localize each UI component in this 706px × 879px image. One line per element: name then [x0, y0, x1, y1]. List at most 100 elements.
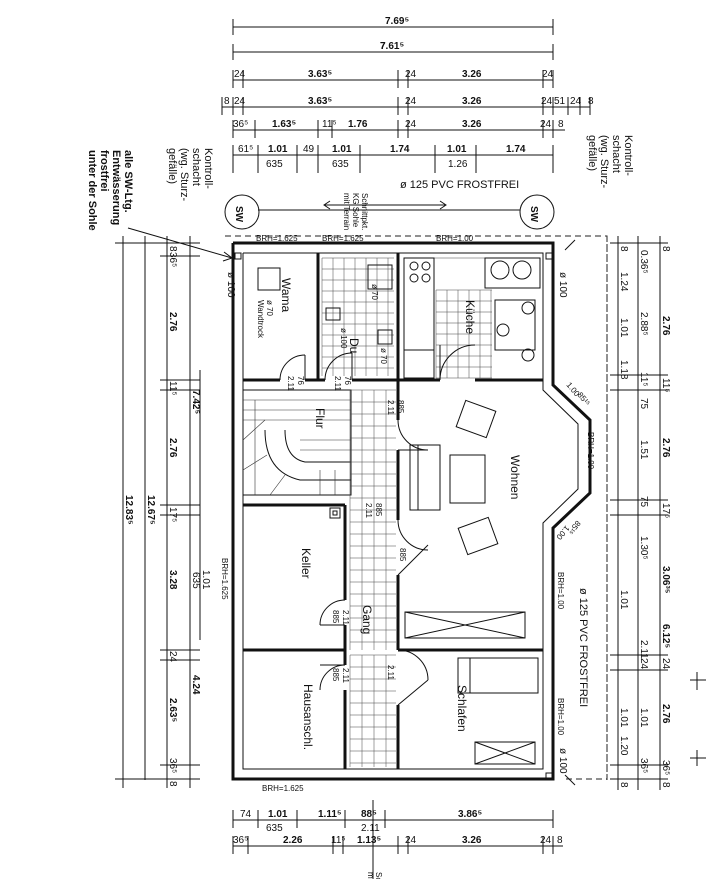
svg-text:3.86⁵: 3.86⁵: [458, 809, 482, 820]
top-dimensions: 7.69⁵ 7 7.61⁵ 24 3.63⁵ 24 3.26 24 8 24 3…: [221, 16, 594, 173]
svg-text:12.83⁵: 12.83⁵: [123, 495, 134, 525]
room-du: Du: [347, 338, 361, 353]
svg-text:1.74: 1.74: [390, 144, 410, 155]
svg-text:2.11: 2.11: [333, 376, 342, 392]
svg-text:7.42⁵: 7.42⁵: [190, 390, 201, 414]
svg-text:36⁵: 36⁵: [167, 758, 178, 773]
svg-text:2.76: 2.76: [660, 438, 671, 458]
svg-text:24: 24: [167, 651, 178, 663]
svg-text:635: 635: [266, 823, 283, 834]
svg-text:24: 24: [405, 69, 417, 80]
svg-text:8: 8: [558, 119, 564, 130]
svg-text:24: 24: [405, 835, 417, 846]
svg-text:Entwässerung: Entwässerung: [110, 150, 122, 225]
svg-text:ø 100: ø 100: [557, 272, 568, 298]
svg-text:2.76: 2.76: [167, 438, 178, 458]
svg-text:6.12⁵: 6.12⁵: [660, 624, 671, 648]
svg-text:36⁵: 36⁵: [233, 835, 248, 846]
svg-text:ø 100: ø 100: [557, 748, 568, 774]
svg-text:3.26: 3.26: [462, 835, 482, 846]
svg-text:frostfrei: frostfrei: [98, 150, 110, 192]
svg-text:BRH=1.625: BRH=1.625: [220, 558, 229, 600]
svg-text:24: 24: [540, 835, 552, 846]
sewage-pipe-top: ø 125 PVC FROSTFREI SW SW Schnittpkt. KG…: [224, 179, 555, 230]
right-dim-col2: 0.36⁵ 2.88⁵ 11⁵ 75 1.51 75 1.30⁵ 2.11 24…: [638, 250, 649, 773]
svg-text:24: 24: [405, 96, 417, 107]
svg-text:885: 885: [331, 668, 340, 682]
svg-text:Wandtrock: Wandtrock: [256, 300, 265, 339]
svg-text:BRH=1.00: BRH=1.00: [586, 432, 595, 470]
svg-text:1.01: 1.01: [447, 144, 467, 155]
svg-text:1.20: 1.20: [618, 736, 629, 756]
svg-text:gefälle): gefälle): [586, 135, 598, 171]
svg-text:2.11: 2.11: [364, 503, 373, 519]
svg-text:Kontroll-: Kontroll-: [202, 148, 214, 189]
svg-text:2.11: 2.11: [638, 640, 649, 659]
svg-text:8: 8: [588, 96, 594, 107]
svg-text:635: 635: [190, 572, 201, 589]
svg-text:8: 8: [660, 782, 671, 788]
svg-text:24: 24: [405, 119, 417, 130]
svg-text:2.11: 2.11: [341, 668, 350, 684]
svg-text:1.01: 1.01: [638, 708, 649, 728]
svg-text:49: 49: [303, 144, 315, 155]
svg-text:1.24: 1.24: [618, 272, 629, 292]
svg-text:schacht: schacht: [610, 135, 622, 173]
pvc-label-right: ø 125 PVC FROSTFREI: [577, 588, 589, 707]
svg-text:36⁵: 36⁵: [233, 119, 248, 130]
pvc-label-top: ø 125 PVC FROSTFREI: [400, 179, 519, 191]
right-dimensions: 8 1.24 1.01 1.18 1.01 1.01 1.20 8 0.36⁵ …: [606, 236, 706, 790]
svg-text:BRH=1.625: BRH=1.625: [256, 234, 298, 243]
right-dim-col1: 8 1.24 1.01 1.18 1.01 1.01 1.20 8: [618, 246, 629, 788]
svg-text:SW: SW: [528, 206, 539, 223]
svg-text:BRH=1.625: BRH=1.625: [322, 234, 364, 243]
svg-text:1.74: 1.74: [506, 144, 526, 155]
svg-text:11⁵: 11⁵: [660, 378, 671, 393]
svg-text:1.11⁵: 1.11⁵: [318, 809, 342, 820]
svg-text:Schnittpkt.: Schnittpkt.: [360, 193, 369, 230]
svg-text:Sc: Sc: [374, 872, 383, 879]
svg-text:(wg. Sturz-: (wg. Sturz-: [598, 135, 610, 189]
svg-text:ø 100: ø 100: [339, 328, 348, 349]
svg-text:24: 24: [660, 658, 671, 670]
manhole-left: [224, 194, 260, 230]
svg-text:1.01: 1.01: [268, 144, 288, 155]
svg-text:unter der Sohle: unter der Sohle: [86, 150, 98, 231]
svg-text:BRH=1.00: BRH=1.00: [556, 698, 565, 736]
svg-text:885: 885: [374, 503, 383, 517]
svg-text:2.11: 2.11: [386, 665, 395, 681]
manhole-right: [519, 194, 555, 230]
svg-text:3.26: 3.26: [462, 119, 482, 130]
note-kontrollschacht-left: Kontroll- schacht (wg. Sturz- gefälle): [166, 148, 214, 202]
svg-text:75: 75: [638, 496, 649, 508]
svg-text:24: 24: [234, 96, 246, 107]
svg-text:8: 8: [167, 781, 178, 787]
svg-text:ø 70: ø 70: [370, 284, 379, 301]
svg-text:12.67⁵: 12.67⁵: [145, 495, 156, 525]
svg-text:8: 8: [618, 782, 629, 788]
svg-text:1.18: 1.18: [618, 360, 629, 380]
svg-text:11⁵: 11⁵: [638, 372, 649, 387]
svg-text:635: 635: [332, 159, 349, 170]
svg-text:24: 24: [570, 96, 582, 107]
room-wama: Wama: [279, 278, 293, 313]
room-schlafen: Schlafen: [455, 685, 469, 732]
pipe-labels: ø 100 ø 100 ø 100 ø 70 Wandtrock ø 70 ø …: [225, 239, 589, 786]
svg-text:gefälle): gefälle): [166, 148, 178, 184]
building-walls: [225, 235, 608, 781]
svg-text:24: 24: [542, 69, 554, 80]
svg-text:24: 24: [541, 96, 553, 107]
svg-text:2.26: 2.26: [283, 835, 303, 846]
svg-text:(wg. Sturz-: (wg. Sturz-: [178, 148, 190, 202]
svg-text:36⁵: 36⁵: [638, 758, 649, 773]
svg-text:635: 635: [266, 159, 283, 170]
svg-text:2.88⁵: 2.88⁵: [638, 312, 649, 336]
room-gang: Gang: [360, 605, 374, 634]
svg-text:8: 8: [167, 246, 178, 252]
svg-text:1.76: 1.76: [348, 119, 368, 130]
svg-text:17⁵: 17⁵: [167, 507, 178, 522]
svg-text:1.01: 1.01: [618, 708, 629, 728]
svg-text:2.76: 2.76: [167, 312, 178, 332]
svg-text:88⁵: 88⁵: [361, 809, 377, 820]
svg-text:8: 8: [618, 246, 629, 252]
